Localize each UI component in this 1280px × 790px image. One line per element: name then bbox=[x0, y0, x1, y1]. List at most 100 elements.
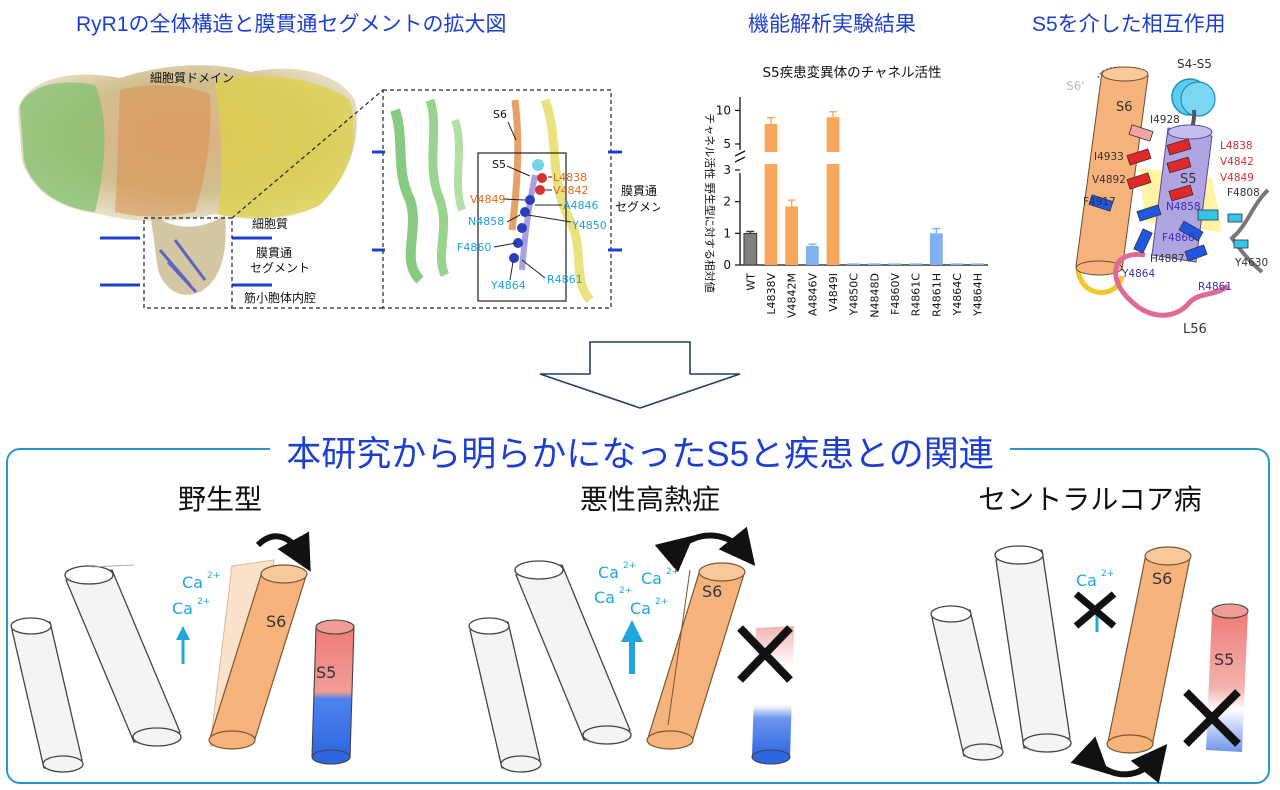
ca-label-mh-3: Ca bbox=[594, 588, 615, 607]
bar-WT bbox=[743, 232, 758, 266]
y-tick-label: 3 bbox=[723, 163, 731, 177]
ca-label-mh-2: Ca bbox=[641, 569, 662, 588]
tm-segment-label-line1: 膜貫通 bbox=[256, 246, 292, 260]
x-tick-label-Y4850C: Y4850C bbox=[848, 273, 861, 317]
channel-activity-chart: S5疾患変異体のチャネル活性 チャネル活性 野生型に対する相対値 0 1 2 3 5 10… bbox=[703, 64, 988, 318]
gray-helix bbox=[994, 545, 1072, 753]
y4864-label: Y4864 bbox=[1121, 268, 1155, 280]
zoom-v4849-label: V4849 bbox=[470, 193, 506, 206]
x-tick-label-WT: WT bbox=[744, 273, 757, 291]
v4842-label: V4842 bbox=[1220, 156, 1254, 168]
s6-label: S6 bbox=[1116, 100, 1133, 115]
zoom-l4838-label: L4838 bbox=[553, 171, 587, 184]
x-mark bbox=[1183, 689, 1241, 747]
s6-helix bbox=[1075, 66, 1149, 276]
zoom-y4850-label: Y4850 bbox=[571, 219, 607, 232]
bar-L4838V bbox=[764, 164, 778, 265]
ca-label-ccd: Ca bbox=[1076, 571, 1097, 590]
s6-label-wt: S6 bbox=[266, 612, 286, 631]
s6-helix bbox=[208, 564, 308, 750]
ryr1-structure-figure: 細胞質ドメイン 細胞質 膜貫通 セグメント 筋小胞体内腔 膜貫通 セグメント bbox=[18, 65, 660, 309]
bar-V4849I-upper bbox=[826, 117, 840, 152]
x-tick-label-Y4864C: Y4864C bbox=[951, 273, 964, 317]
gray-helix bbox=[10, 617, 84, 773]
x-tick-label-A4846V: A4846V bbox=[806, 273, 819, 317]
bar-V4849I bbox=[826, 164, 840, 265]
tm-segment-label-line2: セグメント bbox=[250, 261, 310, 275]
bar-N4848D bbox=[867, 263, 881, 265]
wild-type-scene: S6 S5 Ca 2+ Ca 2+ bbox=[10, 531, 355, 773]
chart-ylabel: チャネル活性 野生型に対する相対値 bbox=[703, 113, 717, 292]
bar-A4846V bbox=[805, 246, 819, 265]
i4933-label: I4933 bbox=[1094, 151, 1124, 163]
h4887-label: H4887 bbox=[1150, 253, 1185, 265]
gray-helix bbox=[930, 605, 1004, 761]
y-tick-label: 5 bbox=[723, 137, 731, 151]
central-core-disease-title: セントラルコア病 bbox=[978, 483, 1202, 516]
zoom-helices-render bbox=[390, 98, 594, 304]
s5-label: S5 bbox=[1180, 172, 1197, 187]
interaction-section-title: S5を介した相互作用 bbox=[1032, 13, 1226, 36]
malignant-hyperthermia-title: 悪性高熱症 bbox=[579, 483, 720, 516]
s6-label-mh: S6 bbox=[702, 582, 722, 601]
v4892-label: V4892 bbox=[1092, 174, 1126, 186]
cytoplasm-label: 細胞質 bbox=[252, 216, 288, 231]
s5-label-ccd: S5 bbox=[1214, 650, 1234, 669]
bar-R4861H bbox=[929, 233, 943, 265]
f4917-label: F4917 bbox=[1083, 196, 1116, 208]
y-tick-label: 2 bbox=[723, 195, 731, 209]
wild-type-title: 野生型 bbox=[177, 483, 262, 516]
s6-ghost-label: S6' bbox=[1066, 79, 1085, 93]
bar-L4838V-upper bbox=[764, 123, 778, 152]
rotation-arrow-double bbox=[654, 526, 756, 573]
calcium-flow-arrow-large bbox=[621, 620, 643, 642]
cytoplasmic-domain-label: 細胞質ドメイン bbox=[150, 70, 234, 85]
rotation-arrow bbox=[255, 531, 311, 572]
zoom-a4846-label: A4846 bbox=[563, 199, 599, 212]
n4858-label: N4858 bbox=[1166, 201, 1201, 213]
x-tick-label-R4861C: R4861C bbox=[910, 273, 923, 317]
i4928-label: I4928 bbox=[1150, 114, 1180, 126]
zoom-tm-label-line2: セグメント bbox=[615, 200, 660, 214]
zoom-tm-label-line1: 膜貫通 bbox=[621, 184, 657, 198]
f4808-label: F4808 bbox=[1227, 187, 1260, 199]
residue-blocks bbox=[1088, 124, 1249, 262]
x-tick-label-F4860V: F4860V bbox=[889, 273, 902, 315]
s6-helix bbox=[646, 562, 746, 750]
ca-charge-wt-1: 2+ bbox=[207, 571, 220, 581]
bar-V4842M bbox=[785, 206, 799, 265]
axis-break-mark bbox=[734, 156, 746, 163]
disease-mechanism-illustration: S6 S5 Ca 2+ Ca 2+ bbox=[10, 526, 1249, 784]
ca-label-wt-1: Ca bbox=[182, 573, 203, 592]
f4860-label: F4860 bbox=[1162, 232, 1195, 244]
bar-Y4850C bbox=[847, 263, 861, 265]
x-tick-label-R4861H: R4861H bbox=[930, 273, 943, 317]
zoom-y4864-label: Y4864 bbox=[490, 279, 526, 292]
ca-label-wt-2: Ca bbox=[172, 599, 193, 618]
y-tick-label: 1 bbox=[723, 226, 731, 240]
y-tick-label: 10 bbox=[716, 103, 731, 117]
zoom-s6-label: S6 bbox=[493, 108, 507, 121]
rotation-arrow-double bbox=[1070, 736, 1168, 784]
ca-charge-mh-2: 2+ bbox=[666, 567, 679, 577]
gray-helix bbox=[64, 564, 182, 747]
chart-title: S5疾患変異体のチャネル活性 bbox=[762, 64, 941, 81]
ca-charge-mh-4: 2+ bbox=[655, 597, 668, 607]
y4630-label: Y4630 bbox=[1234, 257, 1268, 269]
ca-charge-wt-2: 2+ bbox=[197, 597, 210, 607]
s5-helix bbox=[311, 619, 355, 765]
malignant-hyperthermia-scene: S6 Ca 2+ Ca 2+ Ca 2+ Ca 2+ bbox=[468, 526, 794, 773]
x-mark bbox=[737, 625, 793, 683]
zoom-r4861-label: R4861 bbox=[547, 273, 583, 286]
l56-label: L56 bbox=[1183, 322, 1207, 337]
zoom-f4860-label: F4860 bbox=[457, 241, 491, 254]
calcium-flow-arrow bbox=[176, 626, 190, 640]
zoom-n4858-label: N4858 bbox=[468, 215, 504, 228]
y-tick-label: 0 bbox=[723, 258, 731, 272]
x-tick-label-L4838V: L4838V bbox=[765, 273, 778, 315]
ca-label-mh-1: Ca bbox=[598, 563, 619, 582]
central-core-disease-scene: S6 S5 Ca 2+ bbox=[930, 545, 1249, 784]
zoom-s5-label: S5 bbox=[492, 158, 506, 171]
s5-interaction-diagram: S4-S5 S6' S6 S5 L56 I4928 I4933 bbox=[1066, 57, 1270, 337]
bar-Y4864C bbox=[950, 263, 964, 265]
